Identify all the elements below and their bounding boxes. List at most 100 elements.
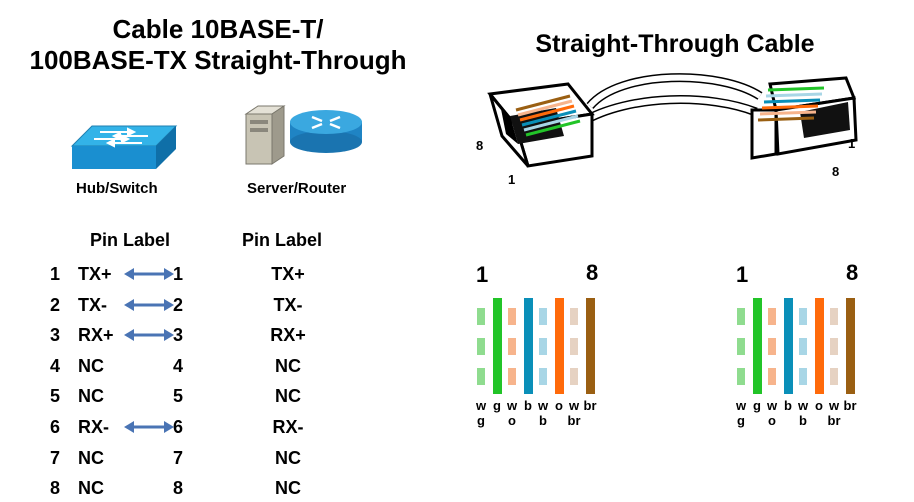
right-wire-7-abbr-top: w bbox=[828, 398, 840, 413]
right-wire-3-stripe bbox=[768, 338, 776, 355]
double-arrow-icon bbox=[124, 329, 174, 341]
right-wire-1-stripe bbox=[737, 308, 745, 325]
pin-number-left: 5 bbox=[50, 386, 61, 406]
left-plug-pin-1-label: 1 bbox=[508, 172, 516, 187]
wiring-left-last-label: 8 bbox=[586, 260, 599, 285]
left-title: Cable 10BASE-T/ 100BASE-TX Straight-Thro… bbox=[0, 14, 436, 76]
right-wire-5-stripe bbox=[799, 368, 807, 385]
left-title-line-1: Cable 10BASE-T/ bbox=[112, 14, 324, 44]
right-wire-1-stripe bbox=[737, 368, 745, 385]
right-wire-3-stripe bbox=[768, 368, 776, 385]
pin-label-header-left: Pin Label bbox=[90, 230, 171, 250]
pin-label-right: TX- bbox=[273, 295, 303, 315]
left-wire-2-abbr-top: g bbox=[493, 398, 501, 413]
left-wire-3-abbr-bottom: o bbox=[508, 413, 516, 428]
right-rj45-plug bbox=[750, 76, 858, 160]
right-plug-pin-8-label: 8 bbox=[832, 164, 840, 179]
pin-label-right: NC bbox=[275, 356, 301, 376]
right-wire-6-abbr-top: o bbox=[815, 398, 823, 413]
left-wire-5-abbr-top: w bbox=[537, 398, 549, 413]
pin-number-right: 4 bbox=[173, 356, 184, 376]
right-plug-pin-1-label: 1 bbox=[848, 136, 856, 151]
right-wire-3-abbr-top: w bbox=[766, 398, 778, 413]
double-arrow-icon bbox=[124, 299, 174, 311]
double-arrow-icon bbox=[124, 268, 174, 280]
wiring-right-last-label: 8 bbox=[846, 260, 859, 285]
right-wire-5-abbr-bottom: b bbox=[799, 413, 807, 428]
left-wire-5-stripe bbox=[539, 368, 547, 385]
left-wire-1-abbr-top: w bbox=[475, 398, 487, 413]
left-wire-1-stripe bbox=[477, 368, 485, 385]
straight-through-cable-drawing bbox=[487, 73, 858, 168]
right-wire-5-stripe bbox=[799, 308, 807, 325]
right-wire-1-abbr-top: w bbox=[735, 398, 747, 413]
right-wire-8-abbr-top: br bbox=[843, 398, 857, 413]
right-wire-6 bbox=[815, 298, 824, 394]
right-wire-4-abbr-top: b bbox=[784, 398, 792, 413]
left-wire-7-stripe bbox=[570, 338, 578, 355]
pin-number-right: 6 bbox=[173, 417, 184, 437]
right-wire-2 bbox=[753, 298, 762, 394]
pin-number-right: 7 bbox=[173, 448, 184, 468]
pin-label-left: RX- bbox=[78, 417, 109, 437]
pin-number-left: 4 bbox=[50, 356, 61, 376]
pin-number-left: 8 bbox=[50, 478, 61, 498]
right-wire-1-stripe bbox=[737, 338, 745, 355]
pin-label-right: RX+ bbox=[270, 325, 306, 345]
left-wire-8 bbox=[586, 298, 595, 394]
right-wire-8 bbox=[846, 298, 855, 394]
pin-label-left: NC bbox=[78, 448, 104, 468]
right-wire-3-stripe bbox=[768, 308, 776, 325]
left-wire-7-stripe bbox=[570, 368, 578, 385]
left-wire-7-stripe bbox=[570, 308, 578, 325]
pin-label-right: NC bbox=[275, 448, 301, 468]
left-rj45-plug bbox=[487, 82, 595, 168]
wiring-left-first-label: 1 bbox=[476, 262, 489, 287]
double-arrow-icon bbox=[124, 421, 174, 433]
right-wire-7-stripe bbox=[830, 338, 838, 355]
left-wire-1-stripe bbox=[477, 308, 485, 325]
right-wire-7-stripe bbox=[830, 368, 838, 385]
pin-number-left: 6 bbox=[50, 417, 61, 437]
switch-icon bbox=[70, 125, 178, 169]
pin-number-right: 5 bbox=[173, 386, 184, 406]
left-wire-1-abbr-bottom: g bbox=[477, 413, 485, 428]
pin-label-right: NC bbox=[275, 386, 301, 406]
pin-label-right: NC bbox=[275, 478, 301, 498]
pin-label-left: RX+ bbox=[78, 325, 114, 345]
left-wire-7-abbr-bottom: br bbox=[567, 413, 581, 428]
left-wire-2 bbox=[493, 298, 502, 394]
right-wire-7-stripe bbox=[830, 308, 838, 325]
wiring-right-first-label: 1 bbox=[736, 262, 749, 287]
pin-number-left: 2 bbox=[50, 295, 61, 315]
right-wire-3-abbr-bottom: o bbox=[768, 413, 776, 428]
pin-label-right: RX- bbox=[272, 417, 304, 437]
left-wire-8-abbr-top: br bbox=[583, 398, 597, 413]
pin-label-left: TX- bbox=[78, 295, 107, 315]
pin-label-left: NC bbox=[78, 356, 104, 376]
left-wire-3-stripe bbox=[508, 308, 516, 325]
left-wire-4-abbr-top: b bbox=[524, 398, 532, 413]
right-wire-2-abbr-top: g bbox=[753, 398, 761, 413]
left-wire-6 bbox=[555, 298, 564, 394]
left-title-line-2: 100BASE-TX Straight-Through bbox=[29, 45, 407, 75]
pin-label-left: TX+ bbox=[78, 264, 112, 284]
left-wire-6-abbr-top: o bbox=[555, 398, 563, 413]
pin-label-right: TX+ bbox=[271, 264, 305, 284]
left-wire-1-stripe bbox=[477, 338, 485, 355]
left-wire-7-abbr-top: w bbox=[568, 398, 580, 413]
right-wire-7-abbr-bottom: br bbox=[827, 413, 841, 428]
left-wire-3-abbr-top: w bbox=[506, 398, 518, 413]
left-wire-3-stripe bbox=[508, 338, 516, 355]
server-router-label: Server/Router bbox=[247, 180, 347, 197]
pin-label-header-right: Pin Label bbox=[242, 230, 323, 250]
hub-switch-label: Hub/Switch bbox=[76, 180, 158, 197]
pin-number-right: 2 bbox=[173, 295, 184, 315]
left-plug-pin-8-label: 8 bbox=[476, 138, 484, 153]
right-wire-4 bbox=[784, 298, 793, 394]
pin-number-left: 7 bbox=[50, 448, 61, 468]
router-icon bbox=[290, 110, 362, 153]
pin-number-left: 1 bbox=[50, 264, 61, 284]
